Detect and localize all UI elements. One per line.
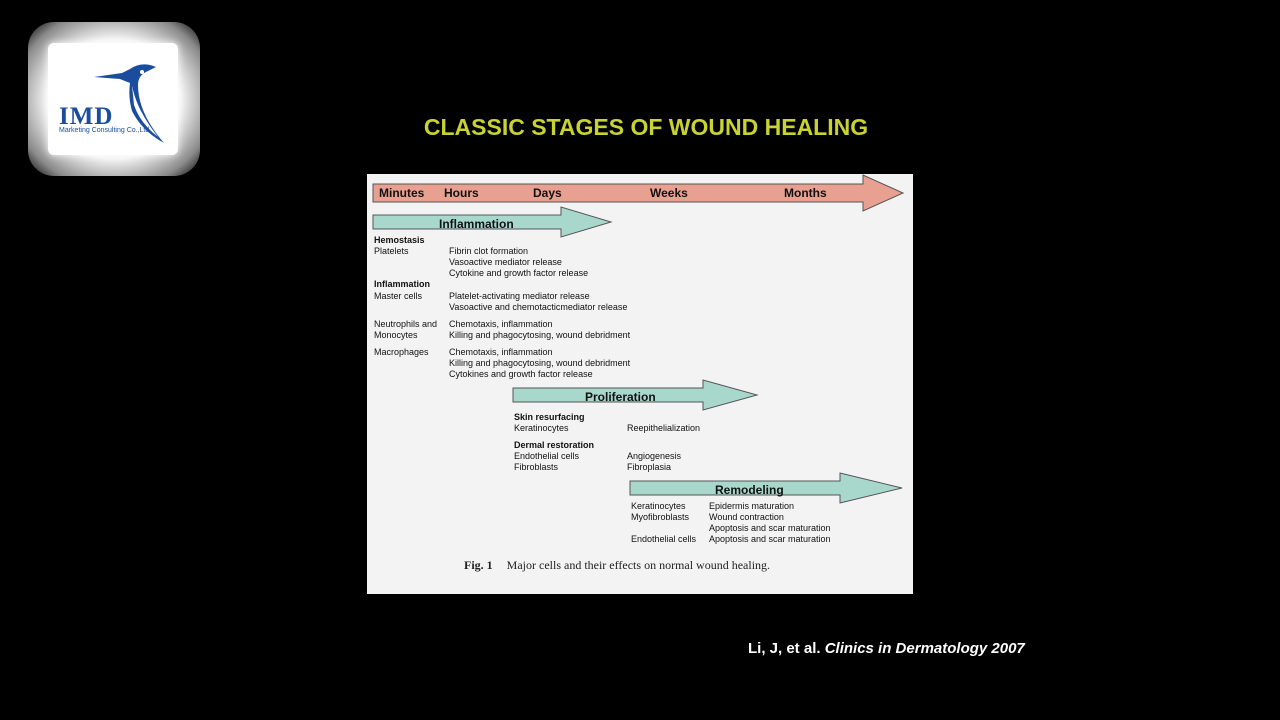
effect-text: Reepithelialization [627, 423, 701, 433]
wound-healing-figure: Minutes Hours Days Weeks Months Inflamma… [367, 174, 913, 594]
effect-text: Fibroplasia [627, 462, 672, 472]
effect-text: Cytokine and growth factor release [449, 268, 589, 278]
inflammation-heading: Inflammation [374, 279, 431, 289]
citation-journal: Clinics in Dermatology 2007 [824, 640, 1025, 657]
remodeling-label: Remodeling [715, 483, 784, 497]
effect-text: Killing and phagocytosing, wound debridm… [449, 330, 631, 340]
inflammation-label: Inflammation [439, 217, 514, 231]
cell-monocytes: Monocytes [374, 330, 418, 340]
cell-fibroblasts: Fibroblasts [514, 462, 559, 472]
figure-number: Fig. 1 [464, 558, 493, 572]
citation: Li, J, et al. Clinics in Dermatology 200… [748, 640, 1025, 657]
dermal-restoration-heading: Dermal restoration [514, 440, 595, 450]
effect-text: Epidermis maturation [709, 501, 795, 511]
effect-text: Cytokines and growth factor release [449, 369, 593, 379]
timeline-label-months: Months [784, 186, 827, 200]
timeline-arrow [372, 174, 905, 212]
logo-wordmark: IMD [59, 103, 114, 130]
effect-text: Apoptosis and scar maturation [709, 523, 831, 533]
effect-text: Wound contraction [709, 512, 784, 522]
company-logo: IMD Marketing Consulting Co.,Ltd [48, 43, 178, 155]
citation-authors: Li, J, et al. [748, 640, 825, 657]
cell-endothelial: Endothelial cells [514, 451, 580, 461]
effect-text: Killing and phagocytosing, wound debridm… [449, 358, 631, 368]
cell-keratinocytes: Keratinocytes [514, 423, 569, 433]
logo-subtitle: Marketing Consulting Co.,Ltd [59, 127, 150, 134]
cell-myofibroblasts: Myofibroblasts [631, 512, 690, 522]
cell-mast: Master cells [374, 291, 423, 301]
inflammation-arrow [372, 206, 613, 238]
cell-keratinocytes: Keratinocytes [631, 501, 686, 511]
hemostasis-heading: Hemostasis [374, 235, 425, 245]
timeline-label-weeks: Weeks [650, 186, 688, 200]
proliferation-arrow [512, 379, 759, 411]
effect-text: Vasoactive mediator release [449, 257, 562, 267]
proliferation-label: Proliferation [585, 390, 656, 404]
effect-text: Platelet-activating mediator release [449, 291, 590, 301]
remodeling-arrow [629, 472, 903, 504]
cell-macrophages: Macrophages [374, 347, 429, 357]
effect-text: Apoptosis and scar maturation [709, 534, 831, 544]
kingfisher-icon [94, 64, 164, 143]
cell-neutrophils: Neutrophils and [374, 319, 438, 329]
effect-text: Chemotaxis, inflammation [449, 347, 553, 357]
figure-caption: Fig. 1 Major cells and their effects on n… [464, 558, 770, 573]
slide-title: CLASSIC STAGES OF WOUND HEALING [423, 114, 869, 140]
cell-platelets: Platelets [374, 246, 409, 256]
timeline-label-days: Days [533, 186, 562, 200]
timeline-label-minutes: Minutes [379, 186, 425, 200]
effect-text: Chemotaxis, inflammation [449, 319, 553, 329]
cell-endothelial: Endothelial cells [631, 534, 697, 544]
effect-text: Angiogenesis [627, 451, 682, 461]
effect-text: Fibrin clot formation [449, 246, 529, 256]
timeline-label-hours: Hours [444, 186, 479, 200]
effect-text: Vasoactive and chemotacticmediator relea… [449, 302, 628, 312]
caption-text: Major cells and their effects on normal … [506, 558, 771, 572]
skin-resurfacing-heading: Skin resurfacing [514, 412, 585, 422]
